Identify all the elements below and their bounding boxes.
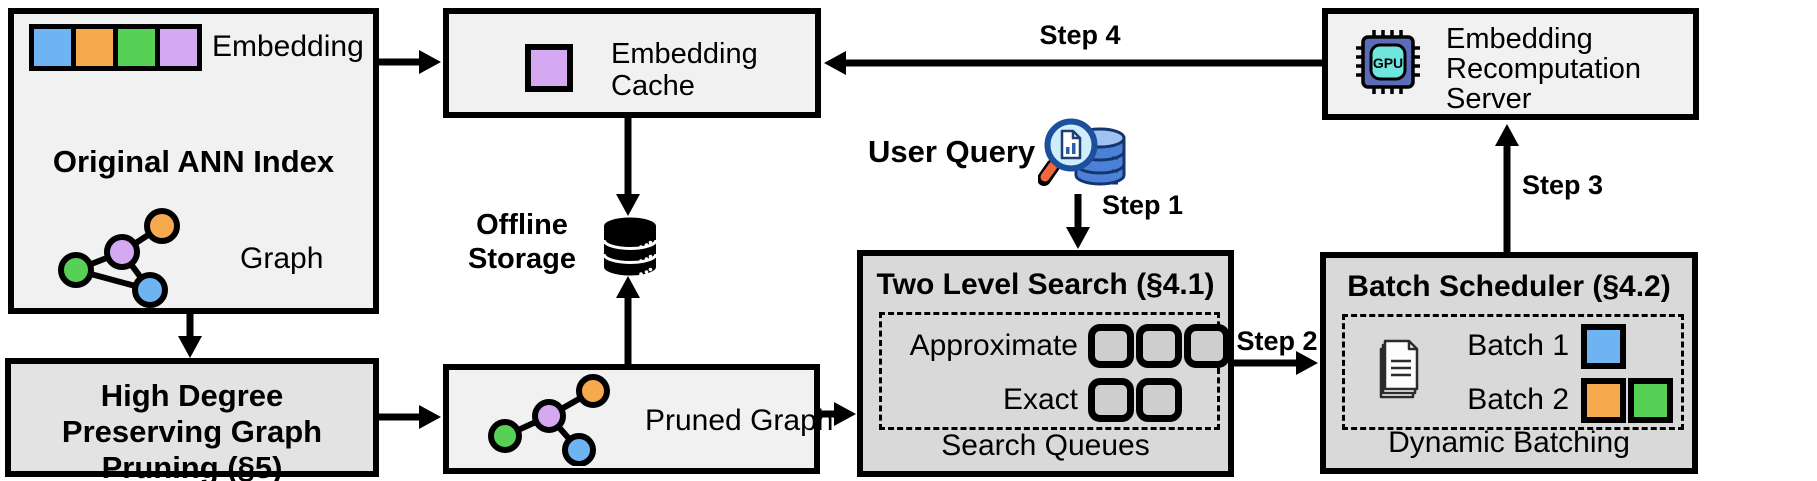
arrow-step2-search-to-scheduler [1231,351,1318,375]
ann-index-title: Original ANN Index [52,144,335,179]
queue-slot [1088,324,1134,368]
graph-label: Graph [240,242,324,275]
gpu-text: GPU [1373,55,1403,71]
arrow-pruning-to-pruned-graph [376,405,441,429]
embedding-cell-orange [76,29,113,66]
documents-icon [1379,339,1419,399]
step1-label: Step 1 [1102,190,1184,220]
exact-label: Exact [1002,383,1078,416]
search-queues-label: Search Queues [941,429,1150,462]
dynamic-batching-panel: Batch 1 Batch 2 [1342,314,1684,430]
batch2-label: Batch 2 [1467,383,1569,416]
magnifier-icon [1038,118,1098,186]
graph-icon [58,208,180,308]
queue-slot [1136,324,1182,368]
step4-label: Step 4 [1039,20,1121,50]
user-query-label: User Query [868,134,1036,169]
approximate-label: Approximate [909,329,1078,362]
embedding-label: Embedding [212,30,364,63]
arrow-pruned-graph-to-search [818,402,856,426]
arrow-pruned-to-storage [616,276,640,366]
graph-pruning-title: High Degree Preserving Graph Pruning (§5… [61,378,323,481]
arrow-ann-to-cache [376,50,441,74]
cached-embedding-icon [525,44,573,92]
graph-pruning-box: High Degree Preserving Graph Pruning (§5… [5,358,379,481]
embedding-cell-green [118,29,155,66]
embedding-vector-icon [29,24,202,71]
step2-label: Step 2 [1236,326,1318,356]
original-ann-index-box: Embedding Original ANN Index Graph [8,8,379,314]
batch1-query-blue [1581,323,1626,369]
embedding-cache-box: Embedding Cache [443,8,821,118]
pruned-graph-box: Pruned Graph [443,364,833,474]
arrow-step4-server-to-cache [824,51,1324,75]
pruned-graph-label: Pruned Graph [645,404,834,437]
arrow-ann-to-pruning [178,310,202,358]
batch2-query-orange [1581,377,1626,423]
batch2-query-green [1628,377,1673,423]
recomputation-server-box: GPU Embedding Recomputation Server [1322,8,1699,120]
batch-scheduler-title: Batch Scheduler (§4.2) [1347,270,1671,303]
approximate-queue-row: Approximate [888,323,1230,369]
offline-storage-label: Offline Storage [468,209,576,275]
queue-slot [1184,324,1230,368]
approximate-queues [1088,324,1230,368]
user-query-icon [1038,118,1126,186]
queue-slot [1088,378,1134,422]
batch2-row: Batch 2 [1351,375,1673,425]
embedding-cell-blue [34,29,71,66]
recomputation-server-title: Embedding Recomputation Server [1446,23,1642,115]
embedding-cell-purple [160,29,197,66]
two-level-search-title: Two Level Search (§4.1) [876,268,1215,301]
exact-queue-row: Exact [888,377,1182,423]
exact-queues [1088,378,1182,422]
search-queues-panel: Approximate Exact [879,312,1230,430]
pruned-graph-icon [488,374,610,466]
queue-slot [1136,378,1182,422]
embedding-cache-title: Embedding Cache [611,38,758,102]
two-level-search-box: Two Level Search (§4.1) Approximate Exac… [857,250,1234,477]
arrow-step1-query-to-search [1066,194,1090,249]
gpu-chip-icon: GPU [1356,30,1420,94]
batch-scheduler-box: Batch Scheduler (§4.2) Batch 1 Batch 2 [1320,252,1698,474]
dynamic-batching-label: Dynamic Batching [1388,426,1630,459]
step3-label: Step 3 [1522,170,1604,200]
batch1-row: Batch 1 [1351,321,1626,371]
arrow-cache-to-storage [616,116,640,216]
arrow-step3-scheduler-to-server [1495,124,1519,254]
batch1-label: Batch 1 [1467,329,1569,362]
offline-storage-database-icon [602,217,658,276]
